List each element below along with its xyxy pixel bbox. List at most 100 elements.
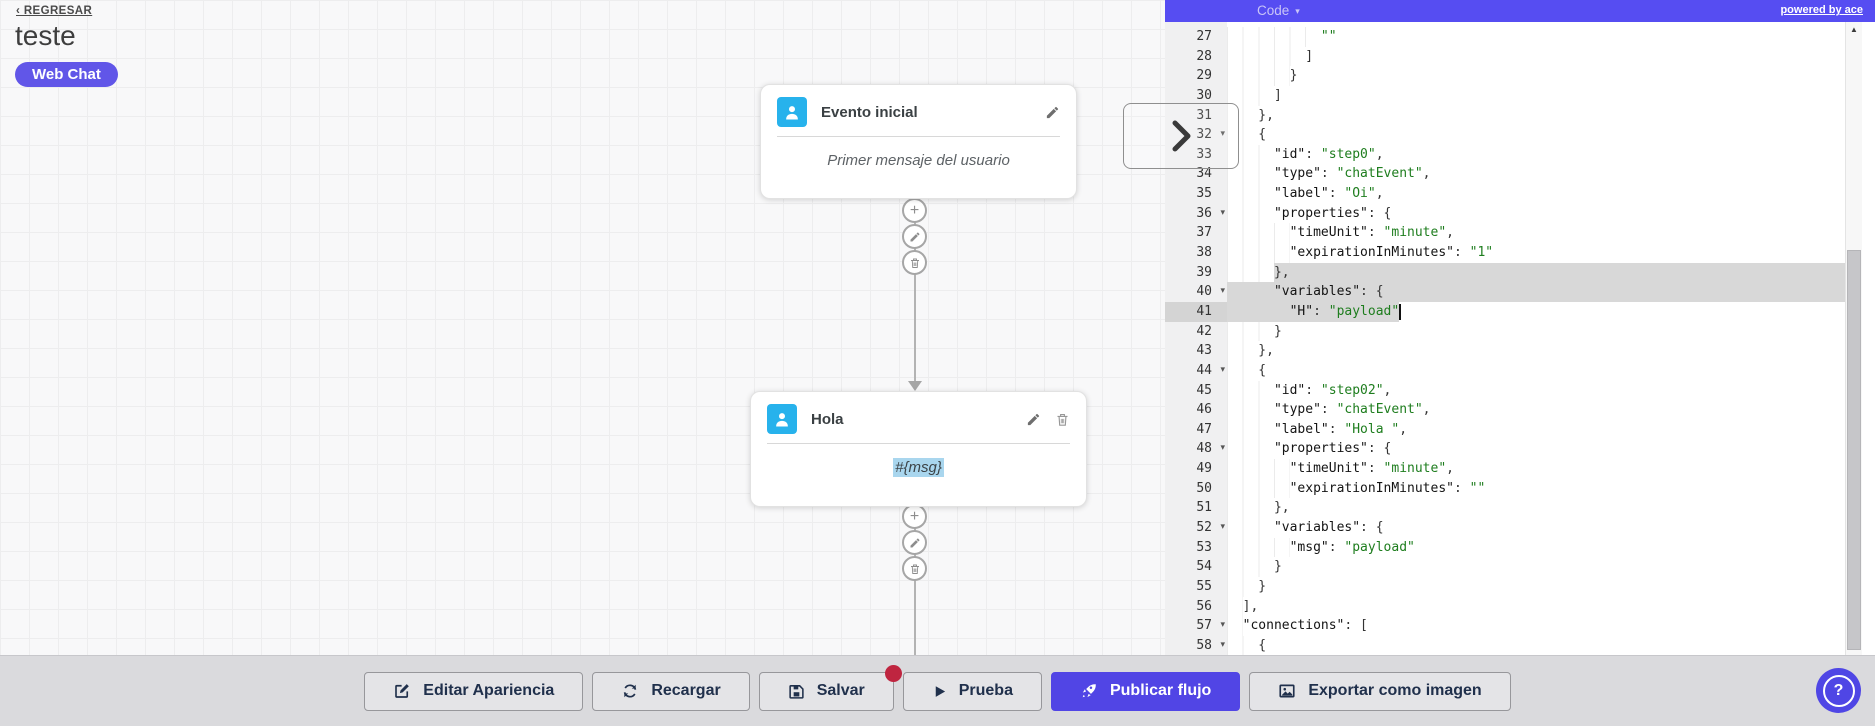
unsaved-changes-badge [884,664,902,682]
add-step-button[interactable]: + [902,198,927,223]
text-cursor [1399,303,1402,320]
code-line-text: }, [1227,262,1845,283]
code-line-text: "expirationInMinutes": "1" [1227,243,1845,263]
gutter-cell[interactable]: 38 [1165,243,1227,263]
node-hola[interactable]: Hola #{msg} [750,391,1087,507]
editor-scrollbar[interactable]: ▲ [1845,22,1862,655]
code-line: 53"msg": "payload" [1165,537,1845,558]
delete-connection-button[interactable] [902,556,927,581]
code-line-text: ] [1227,46,1845,67]
help-button[interactable]: ? [1816,668,1861,713]
back-link[interactable]: ‹ REGRESAR [16,5,93,17]
gutter-cell[interactable]: 31 [1165,105,1227,126]
plus-icon: + [909,201,920,219]
export-image-button[interactable]: Exportar como imagen [1249,671,1511,711]
gutter-cell[interactable]: 48▾ [1165,439,1227,460]
gutter-cell[interactable]: 54 [1165,557,1227,577]
node-title: Evento inicial [821,103,918,121]
code-line: 38"expirationInMinutes": "1" [1165,243,1845,263]
fold-arrow-icon[interactable]: ▾ [1220,639,1225,650]
gutter-cell[interactable]: 28 [1165,46,1227,67]
edit-node-icon[interactable] [1026,412,1041,427]
fold-arrow-icon[interactable]: ▾ [1220,443,1225,454]
arrowhead-icon [908,381,922,391]
code-line-text: "timeUnit": "minute", [1227,459,1845,479]
gutter-cell[interactable]: 58▾ [1165,635,1227,655]
node-body: Primer mensaje del usuario [827,152,1010,169]
gutter-cell[interactable]: 55 [1165,576,1227,597]
code-panel-header: Code▾ powered by ace [1165,0,1875,22]
gutter-cell[interactable]: 40▾ [1165,282,1227,302]
rocket-icon [1080,682,1098,700]
gutter-cell[interactable]: 30 [1165,85,1227,106]
save-icon [788,683,805,700]
trash-icon [910,258,919,268]
button-label: Prueba [958,682,1013,699]
gutter-cell[interactable]: 29 [1165,66,1227,86]
gutter-cell[interactable]: 46 [1165,400,1227,420]
fold-arrow-icon[interactable]: ▾ [1220,286,1225,297]
fold-arrow-icon[interactable]: ▾ [1220,364,1225,375]
node-evento-inicial[interactable]: Evento inicial Primer mensaje del usuari… [760,84,1077,199]
gutter-cell[interactable]: 42 [1165,321,1227,342]
add-step-button[interactable]: + [902,504,927,529]
gutter-cell[interactable]: 35 [1165,184,1227,204]
gutter-cell[interactable]: 37 [1165,223,1227,244]
scroll-up-arrow-icon[interactable]: ▲ [1850,25,1858,34]
delete-node-icon[interactable] [1055,412,1070,427]
fold-arrow-icon[interactable]: ▾ [1220,207,1225,218]
gutter-cell[interactable]: 44▾ [1165,360,1227,381]
gutter-cell[interactable]: 36▾ [1165,203,1227,224]
publish-button[interactable]: Publicar flujo [1050,671,1241,711]
code-line: 42} [1165,321,1845,342]
gutter-cell[interactable]: 41 [1165,301,1227,322]
code-line-text: "H": "payload" [1227,301,1845,322]
save-button[interactable]: Salvar [758,671,894,711]
code-line: 39}, [1165,262,1845,283]
gutter-cell[interactable]: 49 [1165,459,1227,479]
code-panel-collapse-toggle[interactable] [1123,103,1239,169]
edit-appearance-button[interactable]: Editar Apariencia [364,671,584,711]
edit-connection-button[interactable] [902,530,927,555]
code-line: 51}, [1165,498,1845,519]
code-line-text: "properties": { [1227,203,1845,224]
flow-canvas[interactable]: ‹ REGRESAR teste Web Chat + + Evento ini… [0,0,1165,655]
gutter-cell[interactable]: 43 [1165,341,1227,361]
code-line: 37"timeUnit": "minute", [1165,223,1845,244]
fold-arrow-icon[interactable]: ▾ [1220,129,1225,140]
gutter-cell[interactable]: 57▾ [1165,616,1227,636]
code-line: 58▾{ [1165,635,1845,655]
code-line-text: ], [1227,596,1845,617]
play-icon [932,684,947,699]
gutter-cell[interactable]: 39 [1165,262,1227,283]
code-line-text: "connections": [ [1227,616,1845,636]
code-mode-dropdown[interactable]: Code▾ [1257,3,1300,18]
gutter-cell[interactable]: 33 [1165,144,1227,165]
gutter-cell[interactable]: 53 [1165,537,1227,558]
code-line: 33"id": "step0", [1165,144,1845,165]
edit-node-icon[interactable] [1045,105,1060,120]
scrollbar-thumb[interactable] [1847,250,1861,650]
gutter-cell[interactable]: 27 [1165,27,1227,47]
code-line: 54} [1165,557,1845,577]
fold-arrow-icon[interactable]: ▾ [1220,522,1225,533]
code-editor[interactable]: 27""28]29}30]31},32▾{33"id": "step0",34"… [1165,22,1845,655]
gutter-cell[interactable]: 52▾ [1165,518,1227,538]
gutter-cell[interactable]: 34 [1165,164,1227,185]
gutter-cell[interactable]: 56 [1165,596,1227,617]
gutter-cell[interactable]: 50 [1165,478,1227,499]
node-title: Hola [811,410,844,428]
reload-button[interactable]: Recargar [592,671,750,711]
powered-by-ace-link[interactable]: powered by ace [1780,4,1863,16]
code-line-text: { [1227,360,1845,381]
gutter-cell[interactable]: 45 [1165,380,1227,401]
gutter-cell[interactable]: 51 [1165,498,1227,519]
gutter-cell[interactable]: 47 [1165,419,1227,440]
code-line-text: } [1227,321,1845,342]
delete-connection-button[interactable] [902,250,927,275]
test-button[interactable]: Prueba [902,671,1042,711]
edit-connection-button[interactable] [902,224,927,249]
divider [767,443,1070,444]
fold-arrow-icon[interactable]: ▾ [1220,620,1225,631]
